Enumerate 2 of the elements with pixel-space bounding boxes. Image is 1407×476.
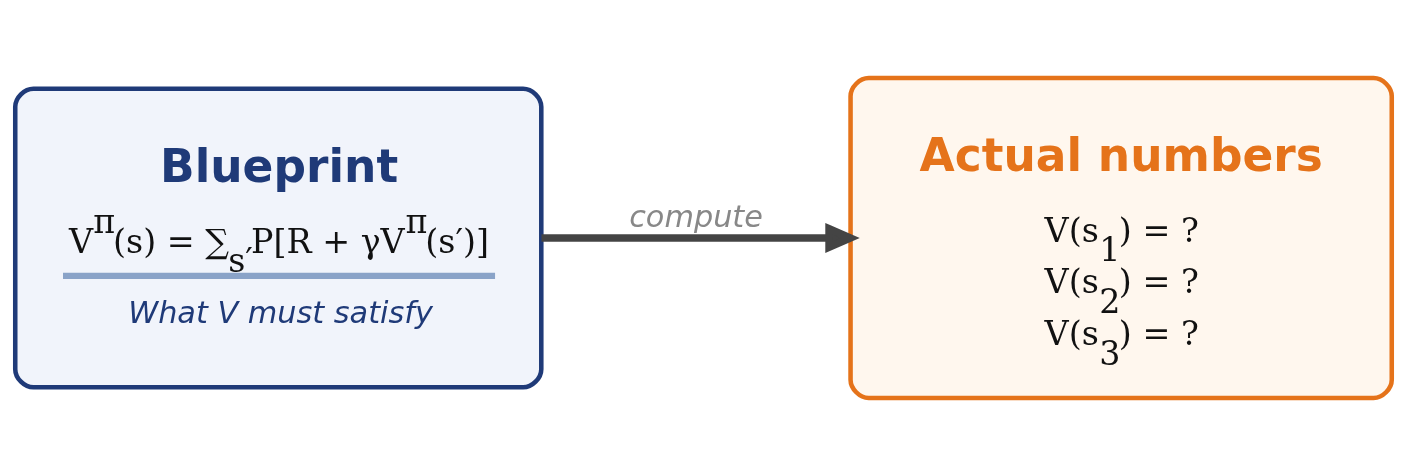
edge-label: compute xyxy=(629,199,763,235)
arrow xyxy=(541,222,860,254)
